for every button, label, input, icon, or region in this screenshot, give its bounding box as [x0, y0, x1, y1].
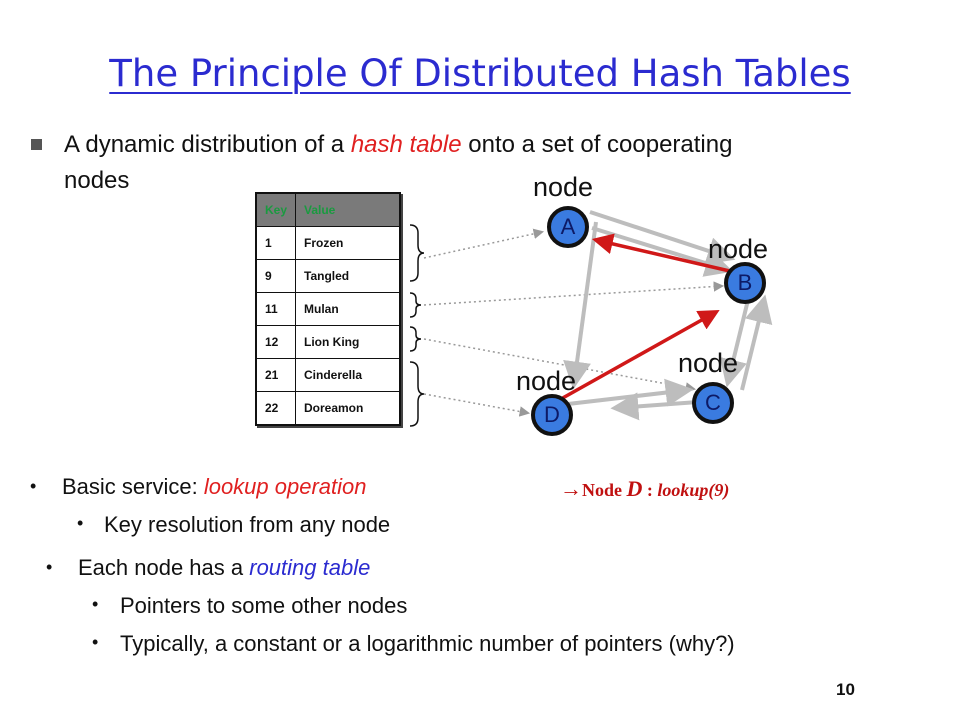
route-b-a — [591, 233, 735, 274]
pointers-bullet: Pointers to some other nodes — [120, 593, 408, 618]
pointer-d-c — [567, 378, 694, 407]
map-arrow-b — [423, 281, 725, 306]
lookup-operation-highlight: lookup operation — [203, 474, 367, 499]
brace-c — [409, 326, 422, 352]
lookup-note-node: Node — [582, 480, 627, 500]
map-arrow-c — [423, 338, 697, 393]
map-arrow-a — [423, 228, 545, 259]
table-row: 9 Tangled — [255, 259, 401, 293]
key-cell: 21 — [255, 358, 296, 392]
node-a: A — [547, 206, 589, 248]
table-row: 1 Frozen — [255, 226, 401, 260]
route-d-b — [551, 309, 720, 406]
hash-table-highlight: hash table — [350, 131, 462, 158]
lookup-note-call: lookup(9) — [657, 480, 730, 500]
bullet-dot-icon: • — [46, 557, 53, 577]
table-row: 22 Doreamon — [255, 391, 401, 426]
pointer-a-d — [563, 221, 598, 390]
node-d: D — [531, 394, 573, 436]
intro-bullet: A dynamic distribution of a hash table o… — [64, 127, 764, 199]
table-row: 12 Lion King — [255, 325, 401, 359]
value-cell: Cinderella — [295, 358, 401, 392]
pointer-c-d — [610, 392, 699, 421]
typically-bullet: Typically, a constant or a logarithmic n… — [120, 631, 735, 656]
table-row: 11 Mulan — [255, 292, 401, 326]
basic-service-bullet: Basic service: lookup operation — [62, 474, 367, 500]
hash-table: Key Value 1 Frozen 9 Tangled 11 Mulan 12… — [255, 192, 401, 426]
bullet-dot-icon: • — [92, 632, 99, 652]
node-label-b: node — [708, 234, 769, 264]
lookup-note-colon: : — [642, 480, 658, 500]
square-bullet-icon — [31, 139, 42, 150]
bullet-dot-icon: • — [77, 513, 84, 533]
bullet-dot-icon: • — [30, 476, 37, 496]
brace-d — [409, 361, 425, 427]
right-arrow-icon: → — [560, 476, 582, 501]
brace-a — [409, 224, 425, 282]
key-cell: 11 — [255, 292, 296, 326]
node-label-a: node — [533, 172, 594, 202]
routing-table-text: Each node has a — [78, 555, 250, 580]
key-resolution-bullet: Key resolution from any node — [104, 512, 391, 537]
map-arrow-d — [423, 393, 531, 417]
pointer-b-c-1 — [719, 299, 750, 388]
node-label-c: node — [678, 348, 739, 378]
key-cell: 1 — [255, 226, 296, 260]
key-cell: 12 — [255, 325, 296, 359]
node-b: B — [724, 262, 766, 304]
value-header: Value — [295, 192, 401, 227]
hash-table-header-row: Key Value — [255, 192, 401, 227]
lookup-note: →Node D : lookup(9) — [560, 476, 729, 502]
value-cell: Lion King — [295, 325, 401, 359]
routing-table-bullet: Each node has a routing table — [78, 555, 370, 581]
intro-text-end: onto a set of cooperating nodes — [64, 131, 733, 194]
intro-text-start: A dynamic distribution of a — [64, 131, 351, 158]
value-cell: Doreamon — [295, 391, 401, 426]
node-label-d: node — [516, 366, 577, 396]
key-header: Key — [255, 192, 296, 227]
basic-service-text: Basic service: — [62, 474, 204, 499]
routing-table-highlight: routing table — [249, 555, 371, 580]
key-cell: 22 — [255, 391, 296, 426]
page-number: 10 — [836, 680, 855, 699]
brace-b — [409, 292, 422, 318]
bullet-dot-icon: • — [92, 594, 99, 614]
slide-title: The Principle Of Distributed Hash Tables — [109, 52, 851, 95]
lookup-note-d: D — [626, 476, 643, 501]
table-row: 21 Cinderella — [255, 358, 401, 392]
value-cell: Frozen — [295, 226, 401, 260]
node-c: C — [692, 382, 734, 424]
value-cell: Mulan — [295, 292, 401, 326]
value-cell: Tangled — [295, 259, 401, 293]
pointer-c-b — [740, 294, 773, 391]
